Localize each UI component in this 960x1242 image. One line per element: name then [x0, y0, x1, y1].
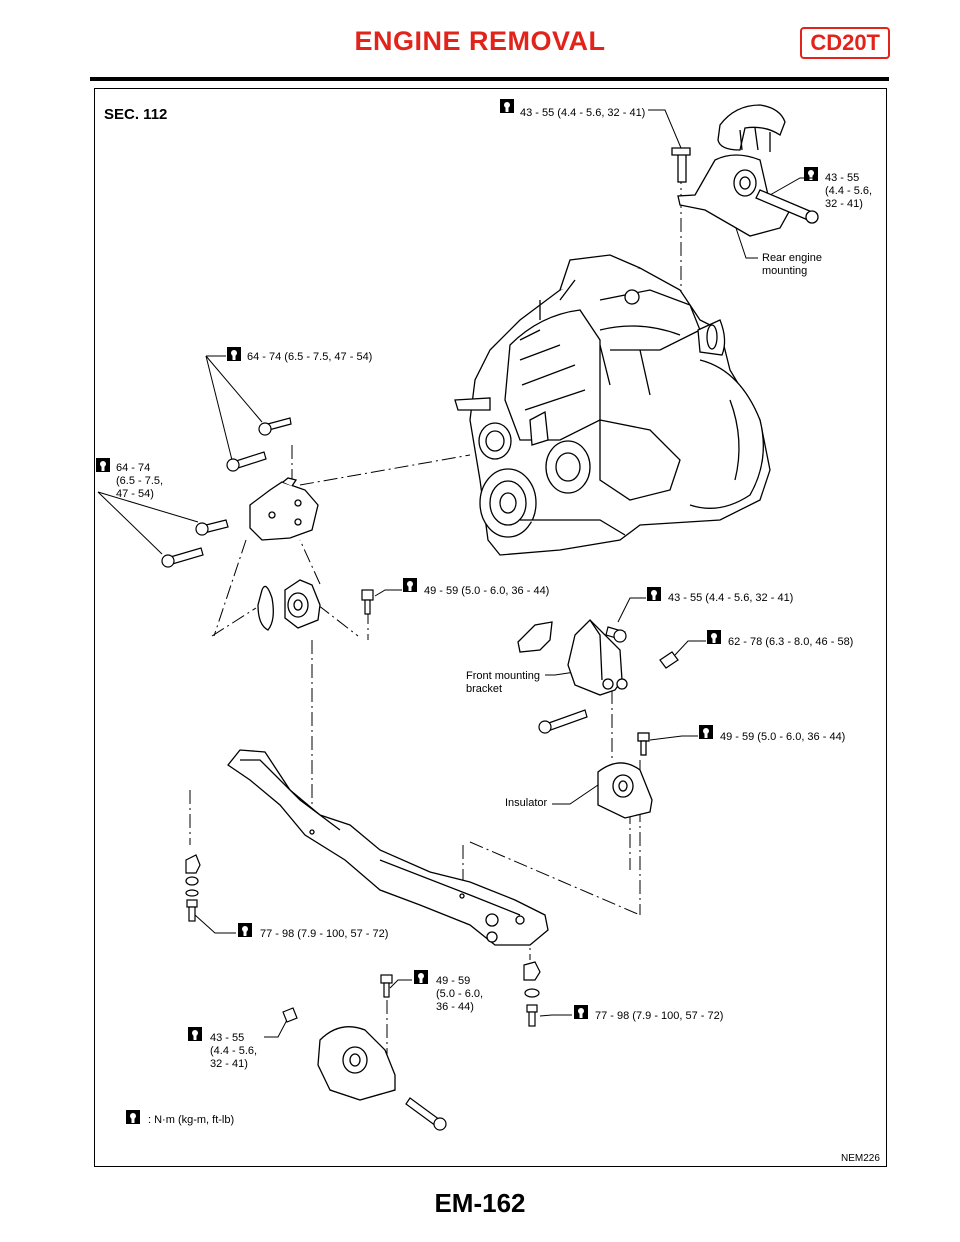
header-rule — [90, 77, 889, 81]
torque-label-rear-bolt-l1: 43 - 55 — [825, 172, 859, 184]
rear-insulator — [317, 1026, 396, 1101]
torque-label-bottom-left-l3: 32 - 41) — [210, 1058, 248, 1070]
torque-icon — [574, 1005, 588, 1019]
torque-label-left-upper: 64 - 74 (6.5 - 7.5, 47 - 54) — [247, 351, 372, 363]
leader-line — [194, 914, 236, 934]
legend-text: : N·m (kg-m, ft-lb) — [148, 1114, 234, 1126]
torque-label-insulator-bolt: 49 - 59 (5.0 - 6.0, 36 - 44) — [720, 731, 845, 743]
alignment-line — [299, 539, 321, 585]
torque-icon — [804, 167, 818, 181]
front-bracket-label-l2: bracket — [466, 683, 502, 695]
rear-mount-label-l2: mounting — [762, 265, 807, 277]
leader-line — [205, 355, 263, 423]
torque-icon — [403, 578, 417, 592]
torque-label-left-lower-l3: 47 - 54) — [116, 488, 154, 500]
torque-label-rear-insulator-l1: 49 - 59 — [436, 975, 470, 987]
leader-line — [97, 491, 199, 523]
alignment-line — [317, 604, 359, 637]
bolt-group — [523, 961, 541, 1027]
torque-label-left-insulator: 49 - 59 (5.0 - 6.0, 36 - 44) — [424, 585, 549, 597]
bolt-group — [185, 854, 201, 922]
torque-icon — [699, 725, 713, 739]
bolt-group — [538, 626, 679, 734]
torque-label-rear-insulator-l2: (5.0 - 6.0, — [436, 988, 483, 1000]
engine-assembly — [454, 254, 771, 556]
leader-line — [617, 597, 646, 623]
bolt-group — [161, 417, 292, 568]
alignment-line — [469, 841, 641, 916]
alignment-line — [299, 454, 471, 486]
left-mount-bracket — [249, 477, 319, 541]
leader-line — [97, 491, 163, 555]
torque-label-rear-top: 43 - 55 (4.4 - 5.6, 32 - 41) — [520, 107, 645, 119]
diagram-frame — [94, 88, 887, 1167]
insulator-label: Insulator — [505, 797, 548, 809]
leader-line — [734, 224, 758, 259]
alignment-line — [213, 539, 247, 637]
figure-id: NEM226 — [841, 1153, 880, 1164]
rear-mount-label-l1: Rear engine — [762, 252, 822, 264]
torque-icon — [500, 99, 514, 113]
leader-line — [539, 1014, 572, 1017]
torque-label-member-right: 77 - 98 (7.9 - 100, 57 - 72) — [595, 1010, 723, 1022]
leader-line — [769, 177, 818, 196]
section-label: SEC. 112 — [104, 106, 167, 123]
torque-label-left-lower-l2: (6.5 - 7.5, — [116, 475, 163, 487]
leader-line — [374, 589, 402, 597]
torque-icon — [188, 1027, 202, 1041]
torque-label-bottom-left-l1: 43 - 55 — [210, 1032, 244, 1044]
leader-line — [264, 1017, 289, 1038]
torque-label-left-lower-l1: 64 - 74 — [116, 462, 150, 474]
leader-line — [648, 109, 682, 149]
torque-label-front-nut: 62 - 78 (6.3 - 8.0, 46 - 58) — [728, 636, 853, 648]
torque-label-rear-bolt-l3: 32 - 41) — [825, 198, 863, 210]
torque-label-rear-insulator-l3: 36 - 44) — [436, 1001, 474, 1013]
torque-icon — [414, 970, 428, 984]
left-insulator — [257, 579, 321, 631]
page-title: ENGINE REMOVAL — [354, 26, 606, 56]
leader-line — [205, 355, 233, 461]
rear-engine-mount — [671, 104, 819, 237]
torque-label-rear-bolt-l2: (4.4 - 5.6, — [825, 185, 872, 197]
torque-icon — [707, 630, 721, 644]
center-member — [227, 749, 549, 946]
torque-icon — [647, 587, 661, 601]
leader-line — [649, 735, 698, 741]
torque-label-bottom-left-l2: (4.4 - 5.6, — [210, 1045, 257, 1057]
bolt-group — [282, 974, 447, 1131]
front-bracket-label-l1: Front mounting — [466, 670, 540, 682]
leader-line — [545, 671, 576, 676]
torque-icon — [238, 923, 252, 937]
engine-code-badge: CD20T — [800, 27, 890, 59]
alignment-line — [211, 607, 257, 637]
bolt-group — [361, 589, 374, 615]
torque-label-member-left: 77 - 98 (7.9 - 100, 57 - 72) — [260, 928, 388, 940]
leader-line — [389, 979, 412, 989]
leader-line — [674, 640, 706, 656]
torque-label-front-bracket-bolt: 43 - 55 (4.4 - 5.6, 32 - 41) — [668, 592, 793, 604]
torque-icon — [227, 347, 241, 361]
front-mounting-bracket — [517, 619, 628, 696]
torque-icon — [96, 458, 110, 472]
leader-line — [552, 784, 599, 805]
page-number: EM-162 — [434, 1188, 526, 1218]
front-insulator — [597, 732, 653, 819]
torque-icon — [126, 1110, 140, 1124]
